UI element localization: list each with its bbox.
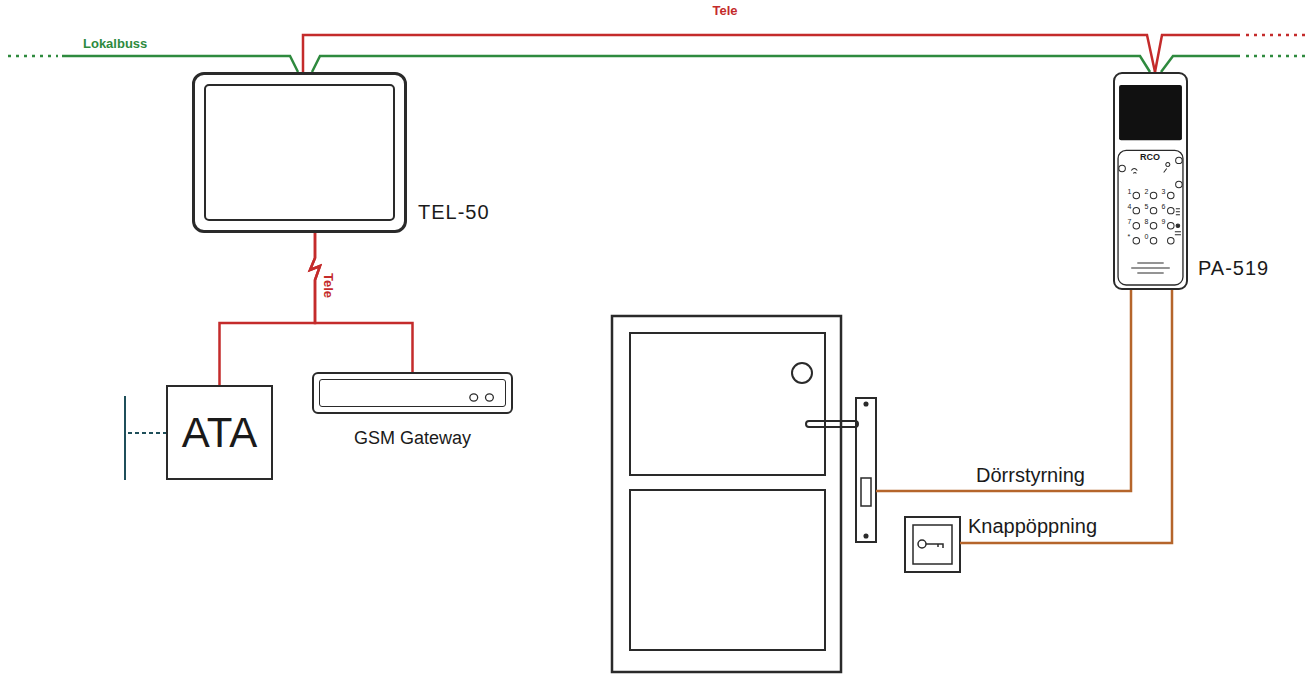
- bus-wire: [62, 56, 298, 72]
- door-entry-panel: PA-519: [1113, 72, 1188, 290]
- key: [1168, 222, 1174, 228]
- display-screen: [1119, 85, 1182, 140]
- strike-screw: [865, 535, 868, 538]
- tele-dotted: [1246, 34, 1310, 37]
- tele-connector: [220, 233, 321, 385]
- key: [1168, 238, 1174, 244]
- bus-name: Lokalbuss: [83, 36, 147, 51]
- button-wire: [960, 290, 1172, 543]
- key-digit: 4: [1128, 203, 1132, 210]
- key: [1150, 238, 1156, 244]
- door-panel: [630, 333, 825, 475]
- speaker-icon: [1175, 232, 1181, 235]
- key-icon: [937, 544, 939, 547]
- key: [1150, 192, 1156, 198]
- line-bar: [124, 396, 126, 480]
- ata-box: ATA: [166, 385, 273, 480]
- device-name: GSM Gateway: [354, 428, 471, 449]
- bus-dotted: [8, 55, 58, 58]
- grille: [1131, 263, 1170, 273]
- box-label: ATA: [182, 412, 257, 454]
- keypad-art: [1115, 74, 1186, 288]
- key: [1168, 207, 1174, 213]
- key: [1133, 222, 1139, 228]
- local-bus-wire: [8, 56, 1310, 72]
- key: [1133, 192, 1139, 198]
- key-digit: 5: [1145, 203, 1149, 210]
- key-digit: 6: [1162, 203, 1166, 210]
- key-switch: [905, 517, 960, 572]
- phone-module: TEL-50: [192, 72, 407, 233]
- key-switch-plate: [913, 525, 952, 564]
- speaker-icon: [1176, 209, 1180, 215]
- wire-label: Tele: [711, 4, 738, 17]
- door-strike: [856, 398, 876, 542]
- key: [1119, 165, 1125, 171]
- key-digit: 3: [1162, 188, 1166, 195]
- gateway-device: GSM Gateway: [312, 372, 513, 414]
- led: [470, 394, 478, 401]
- tele-wire: [1155, 35, 1240, 72]
- brand-mark: RCO: [1140, 153, 1160, 162]
- key-icon: [918, 540, 926, 548]
- search-icon: [1164, 162, 1170, 172]
- key: [1168, 192, 1174, 198]
- line-dashed: [128, 432, 166, 434]
- door-handle: [806, 421, 858, 427]
- key-digit: 8: [1145, 218, 1149, 225]
- tele-connector: [303, 35, 1155, 72]
- key-digit: *: [1128, 233, 1131, 240]
- wire-label: Tele: [323, 271, 336, 298]
- door-knob: [792, 363, 812, 383]
- key: [1133, 207, 1139, 213]
- door-frame: [612, 316, 841, 672]
- phone-icon: [1131, 168, 1137, 173]
- key-icon: [926, 544, 943, 548]
- signal-name: Dörrstyrning: [976, 465, 1085, 485]
- line-connection: [125, 396, 166, 480]
- bus-connector: [312, 56, 1150, 72]
- key-digit: 1: [1128, 188, 1132, 195]
- mic-icon: [1176, 224, 1180, 228]
- key-digit: 9: [1162, 218, 1166, 225]
- tele-wire: [1155, 35, 1310, 72]
- device-name: PA-519: [1198, 257, 1269, 280]
- key-digit: 0: [1145, 233, 1149, 240]
- key-digit: 7: [1128, 218, 1132, 225]
- strike-latch: [861, 478, 871, 506]
- keypad-keys: [1119, 157, 1182, 273]
- door-control-wire: [876, 290, 1131, 491]
- tele-connector: [310, 233, 413, 372]
- door-wire: [876, 290, 1172, 543]
- device-name: TEL-50: [418, 201, 490, 224]
- led: [486, 394, 494, 401]
- signal-name: Knappöppning: [968, 516, 1097, 536]
- key: [1150, 222, 1156, 228]
- gateway-leds: [314, 374, 511, 412]
- door: [612, 316, 876, 672]
- module-screen: [204, 84, 395, 221]
- keypad-panel: [1118, 150, 1183, 285]
- strike-screw: [865, 403, 868, 406]
- door-panel: [630, 490, 825, 650]
- key-switch-box: [905, 517, 960, 572]
- key-digit: 2: [1145, 188, 1149, 195]
- bus-dotted: [1246, 55, 1310, 58]
- key: [1150, 207, 1156, 213]
- gateway-panel: [319, 379, 506, 407]
- bus-wire: [1161, 56, 1240, 72]
- key: [1176, 157, 1182, 163]
- key: [1133, 238, 1139, 244]
- key: [1176, 181, 1182, 187]
